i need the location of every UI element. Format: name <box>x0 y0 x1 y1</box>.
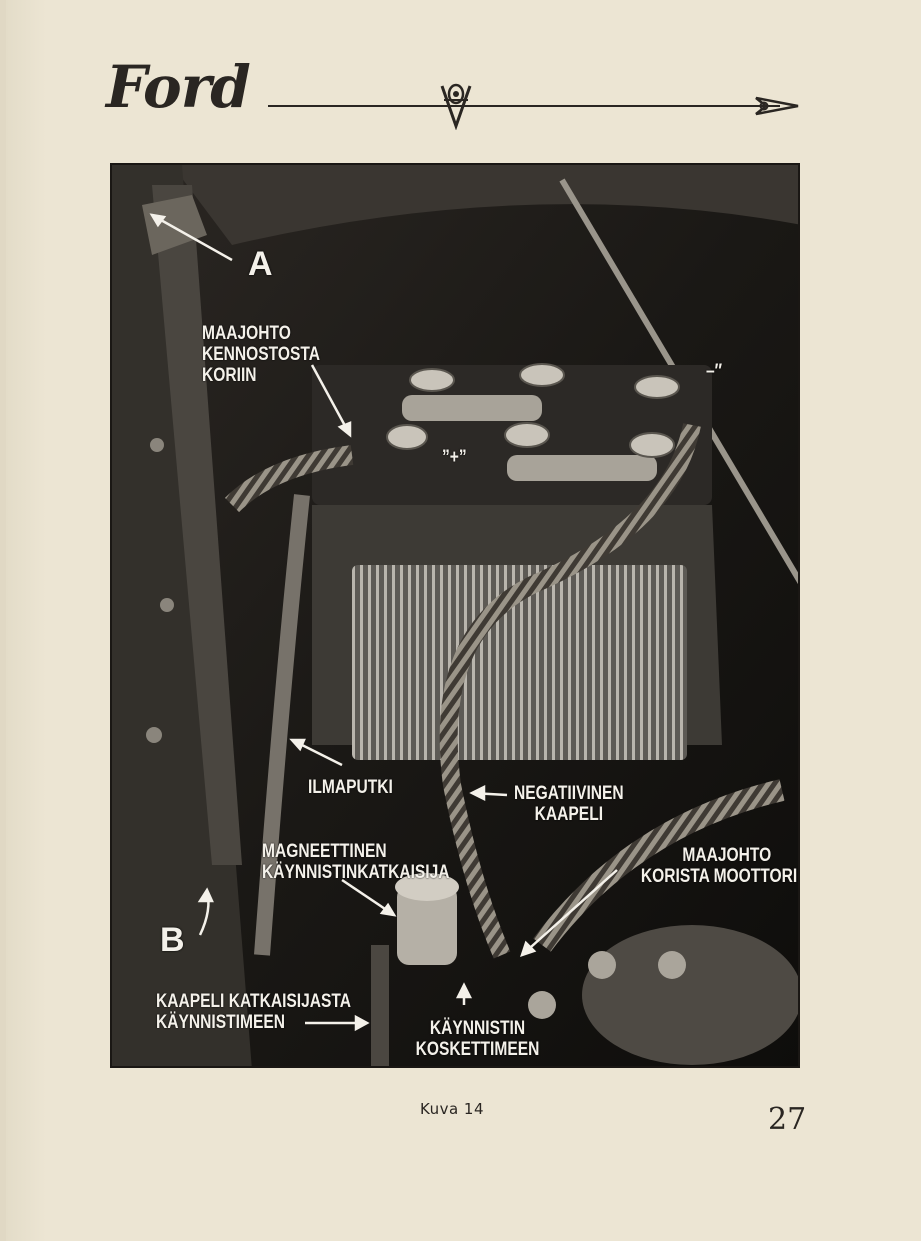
label-negative-cable: NEGATIIVINEN KAAPELI <box>514 783 624 825</box>
label-ground-body-to-engine: MAAJOHTO KORISTA MOOTTORIIN <box>640 845 800 887</box>
label-ground-cell-to-body: MAAJOHTO KENNOSTOSTA KORIIN <box>202 323 321 386</box>
label-air-pipe: ILMAPUTKI <box>308 777 393 798</box>
label-negative-terminal: –″ <box>706 361 723 382</box>
page-header: Ford <box>0 0 921 160</box>
engine-bay-illustration <box>112 165 798 1066</box>
header-rule <box>268 105 780 107</box>
engine-bay-photo: A B MAAJOHTO KENNOSTOSTA KORIIN –″ ”+” I… <box>110 163 800 1068</box>
v8-emblem-icon <box>440 83 472 130</box>
label-positive-terminal: ”+” <box>442 447 467 468</box>
label-a: A <box>248 245 273 283</box>
figure-caption: Kuva 14 <box>420 1100 485 1118</box>
ford-logo: Ford <box>106 53 251 121</box>
arrowhead-icon <box>755 96 799 116</box>
label-starter-contact: KÄYNNISTIN KOSKETTIMEEN <box>415 1018 540 1060</box>
page-number: 27 <box>768 1102 807 1137</box>
label-b: B <box>160 921 185 959</box>
callout-leader-lines <box>149 213 618 1032</box>
label-cable-switch-to-starter: KAAPELI KATKAISIJASTA KÄYNNISTIMEEN <box>156 991 352 1033</box>
label-magnetic-starter-switch: MAGNEETTINEN KÄYNNISTINKATKAISIJA <box>262 841 450 883</box>
